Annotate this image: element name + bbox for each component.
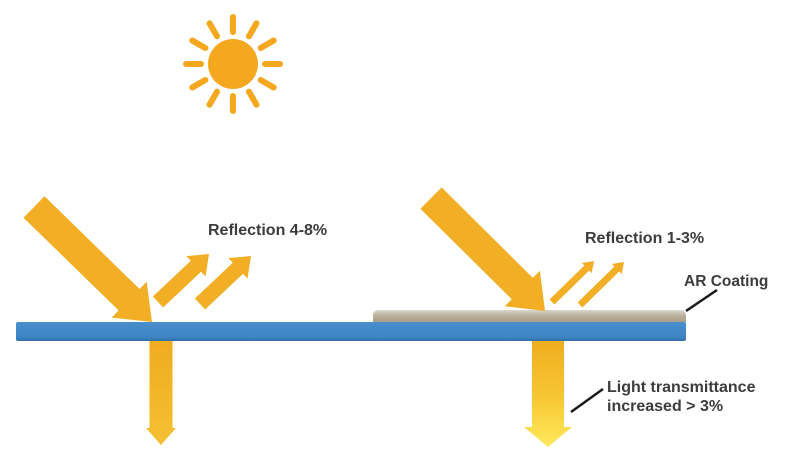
transmitted-light-arrow-left — [146, 338, 176, 445]
ar-coating-label: AR Coating — [684, 273, 768, 290]
reflected-arrow-right-2 — [577, 262, 624, 308]
incident-light-arrow-left — [23, 196, 152, 322]
sun-icon — [183, 14, 283, 114]
transmittance-label-line1: Light transmittance — [607, 379, 756, 396]
transmittance-label-line2: increased > 3% — [607, 398, 723, 415]
incident-light-arrow-right — [420, 187, 545, 311]
reflected-arrow-left-1 — [152, 254, 209, 308]
reflection-coated-label: Reflection 1-3% — [585, 230, 704, 247]
reflected-arrow-left-2 — [194, 256, 251, 310]
sun-rays — [183, 14, 283, 114]
reflection-uncoated-label: Reflection 4-8% — [208, 222, 327, 239]
ar-coating-leader-line — [685, 288, 718, 313]
glass-panel — [16, 322, 686, 341]
sun-disc — [208, 39, 258, 89]
ar-coating-layer — [373, 310, 686, 322]
reflected-arrow-right-1 — [549, 261, 594, 305]
transmittance-leader-line — [570, 387, 604, 414]
transmitted-light-arrow-right — [524, 338, 572, 447]
